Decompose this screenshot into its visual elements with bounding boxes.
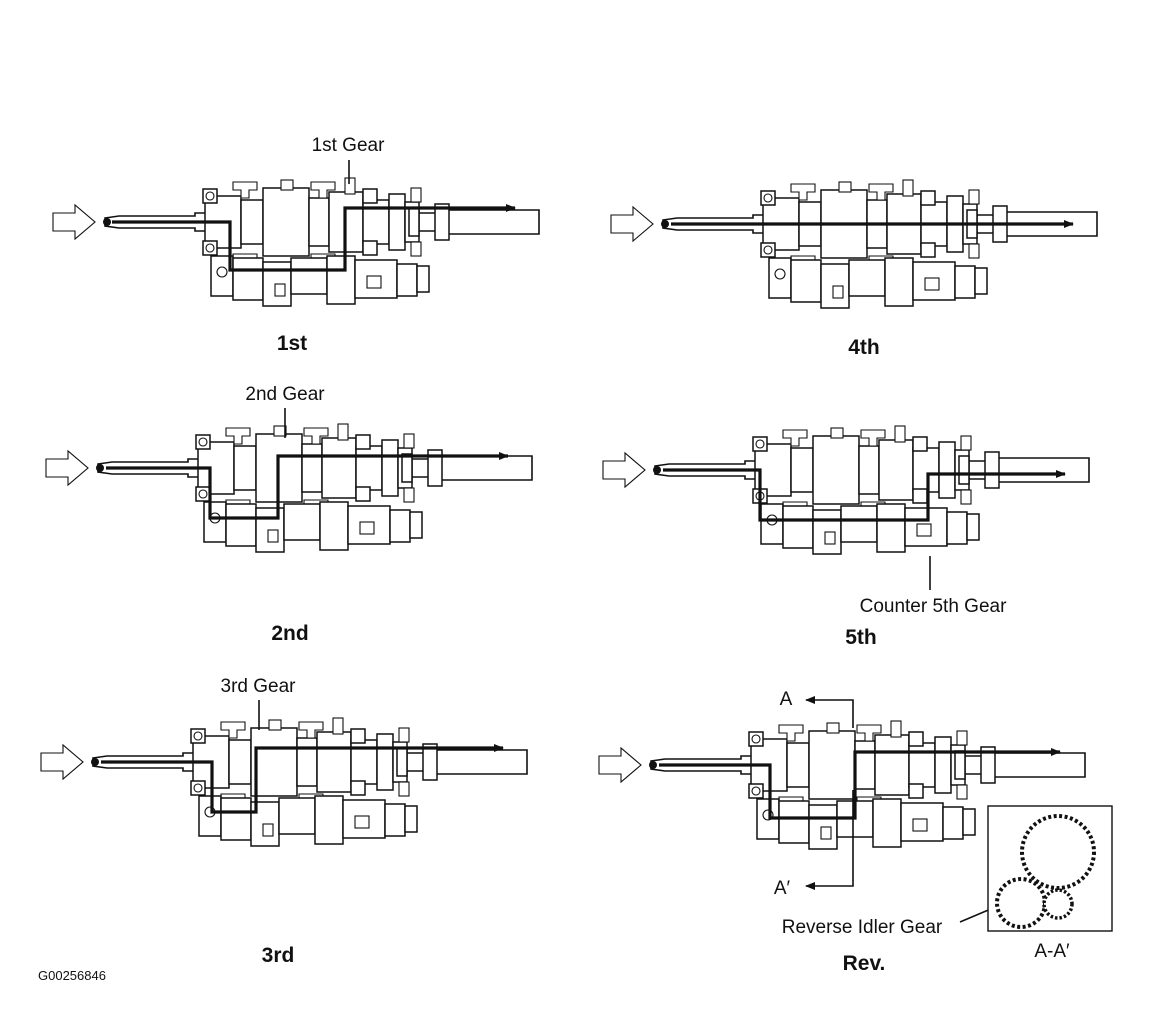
section-label-a-prime: A′ xyxy=(774,878,791,899)
panel-third: 3rd Gear 3rd xyxy=(40,676,528,967)
flow-path-reverse xyxy=(659,748,1061,820)
section-inset: A-A′ xyxy=(987,805,1113,962)
panel-reverse: A A′ Reverse Idler Gear Rev. A-A′ xyxy=(598,689,1113,975)
panel-title-reverse: Rev. xyxy=(843,952,886,975)
section-label-a: A xyxy=(780,689,793,710)
panel-fourth: 4th xyxy=(610,179,1098,359)
inset-label-a-a-prime: A-A′ xyxy=(1034,941,1070,962)
callout-counter-5th-gear: Counter 5th Gear xyxy=(860,596,1007,617)
callout-2nd-gear: 2nd Gear xyxy=(245,384,325,405)
reverse-gear-icon xyxy=(1042,888,1074,920)
panel-second: 2nd Gear 2nd xyxy=(45,384,533,645)
figure-code: G00256846 xyxy=(38,968,106,983)
counter-gear-icon xyxy=(1020,814,1096,890)
panel-title-3rd: 3rd xyxy=(262,944,295,967)
section-line-a-a: A A′ xyxy=(774,689,854,899)
panel-title-1st: 1st xyxy=(277,332,307,355)
panel-title-2nd: 2nd xyxy=(271,622,308,645)
idler-gear-icon xyxy=(995,877,1047,929)
panel-title-5th: 5th xyxy=(845,626,877,649)
flow-path-3rd xyxy=(101,744,504,814)
flow-path-1st xyxy=(112,204,516,272)
flow-path-5th xyxy=(663,468,1066,522)
callout-1st-gear: 1st Gear xyxy=(312,135,386,156)
callout-3rd-gear: 3rd Gear xyxy=(221,676,297,697)
panel-first: 1st Gear 1st xyxy=(52,135,540,355)
panel-title-4th: 4th xyxy=(848,336,880,359)
callout-reverse-idler-gear: Reverse Idler Gear xyxy=(782,917,943,938)
panel-fifth: Counter 5th Gear 5th xyxy=(602,425,1090,649)
flow-path-2nd xyxy=(106,452,509,520)
